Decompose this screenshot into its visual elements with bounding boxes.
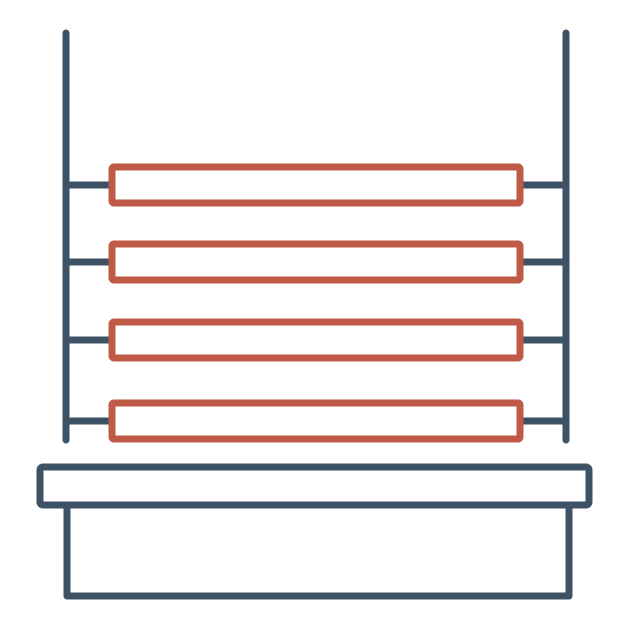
bar-4 — [108, 399, 524, 443]
bar-1 — [108, 163, 524, 207]
base-body — [63, 501, 573, 600]
base-top-slab — [36, 463, 593, 509]
bar-3 — [108, 318, 524, 362]
bar-2 — [108, 240, 524, 284]
